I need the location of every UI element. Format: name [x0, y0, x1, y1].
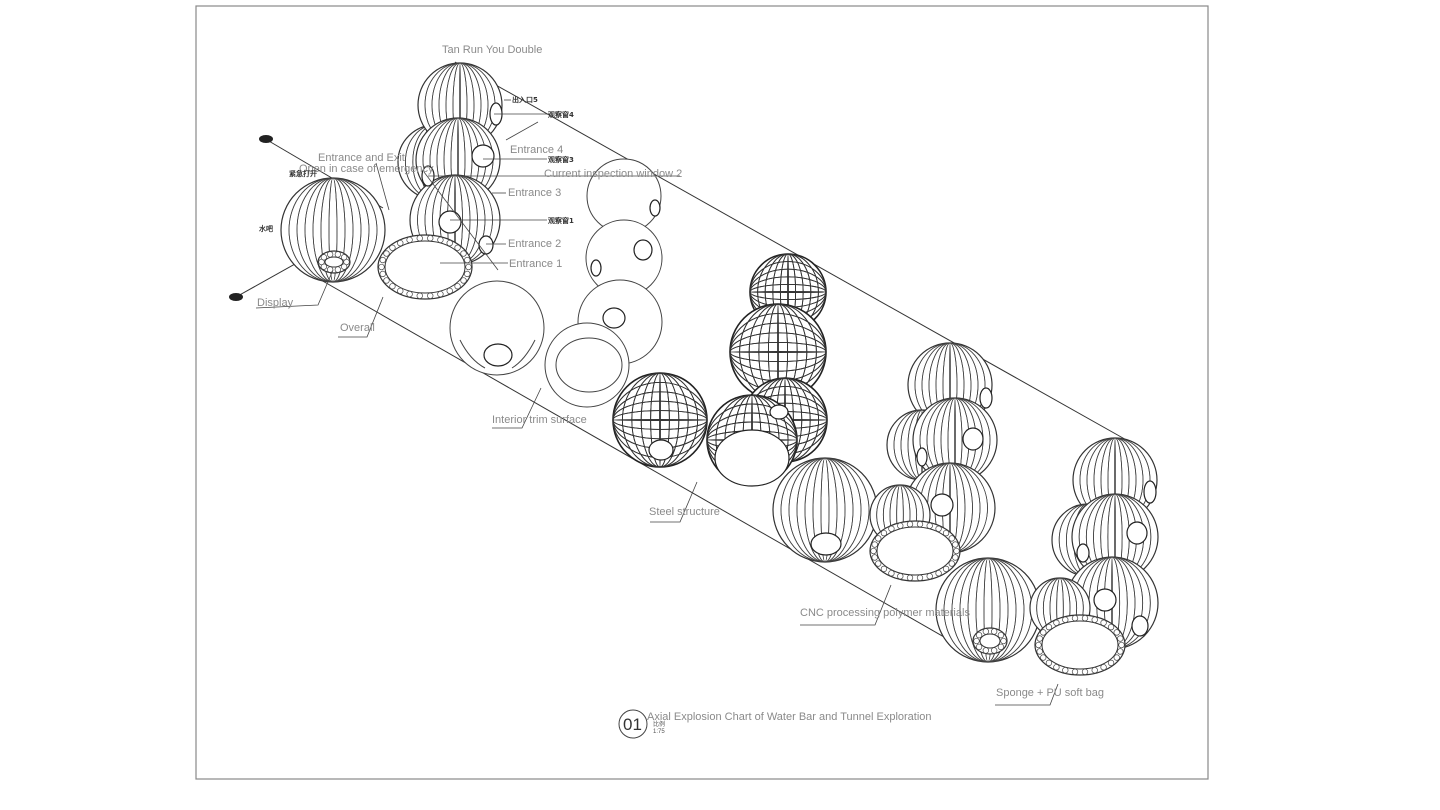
label-entrance-3: Entrance 3: [508, 187, 561, 199]
label-steel-structure: Steel structure: [649, 506, 720, 518]
caption-number: 01: [623, 715, 642, 734]
caption-number-circle: [618, 709, 648, 739]
caption: 01 Axial Explosion Chart of Water Bar an…: [618, 709, 932, 739]
pod-steel-structure: [612, 253, 828, 487]
caption-scale-top: 比例: [653, 720, 665, 728]
cn-label-window-1: 观察窗1: [548, 216, 574, 225]
label-inspection-window-2: Current inspection window 2: [544, 168, 682, 180]
cn-label-emergency: 紧急打开: [289, 169, 317, 178]
label-entrance-exit: Entrance and Exit: [318, 152, 405, 164]
label-cnc: CNC processing polymer materials: [800, 607, 970, 619]
leader-lines: [255, 99, 1059, 706]
pod-components: [280, 62, 1159, 676]
cn-label-water-bar: 水吧: [259, 224, 273, 233]
pod-sponge: [935, 437, 1159, 676]
label-open-emergency: Open in case of emergency: [299, 163, 434, 175]
pod-interior-trim: [449, 158, 663, 408]
cn-label-exit: 出入口5: [512, 95, 538, 104]
cn-label-window-3: 观察窗3: [548, 155, 574, 164]
label-tan-run: Tan Run You Double: [442, 44, 542, 56]
pin-marker-bottom: [229, 293, 243, 301]
cn-label-window-4: 观察窗4: [548, 110, 574, 119]
label-sponge: Sponge + PU soft bag: [996, 687, 1104, 699]
label-interior-trim: Interior trim surface: [492, 414, 587, 426]
label-overall: Overall: [340, 322, 375, 334]
caption-scale-bottom: 1:75: [653, 729, 665, 735]
axis-guides: [235, 61, 1131, 646]
drawing-frame: [195, 5, 1209, 780]
pod-cnc: [772, 342, 998, 582]
pod-overall: [280, 62, 503, 300]
label-display: Display: [257, 297, 294, 309]
label-entrance-1: Entrance 1: [509, 258, 562, 270]
caption-title: Axial Explosion Chart of Water Bar and T…: [647, 711, 932, 723]
label-entrance-4: Entrance 4: [510, 144, 563, 156]
label-entrance-2: Entrance 2: [508, 238, 561, 250]
pin-marker-top: [259, 135, 273, 143]
pin-markers: [229, 135, 273, 301]
